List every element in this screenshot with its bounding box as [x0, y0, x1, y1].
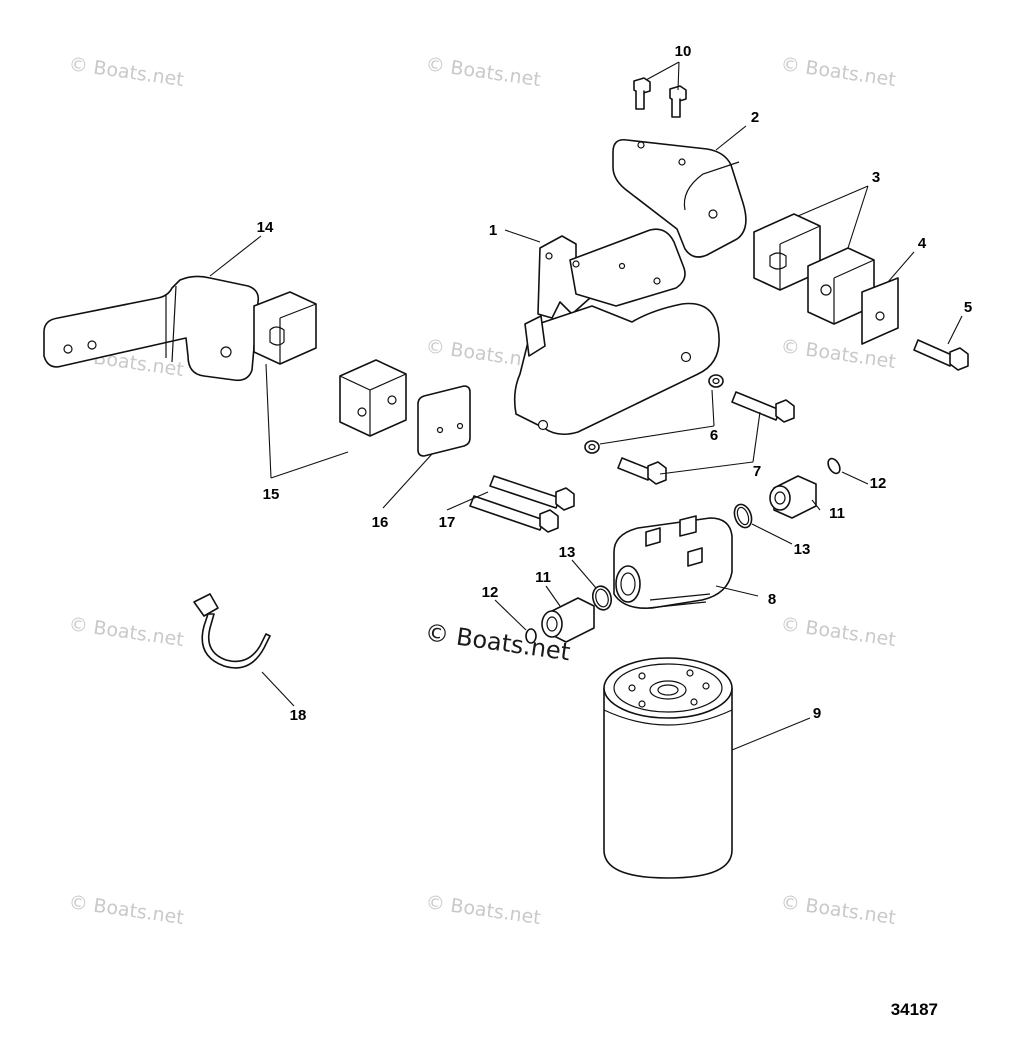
part-7-bolts [617, 391, 795, 485]
watermark: © Boats.net [424, 891, 542, 929]
callout-12-left: 12 [482, 584, 499, 601]
part-16-plate [417, 385, 471, 457]
callout-17: 17 [439, 514, 456, 531]
callout-9: 9 [813, 705, 821, 722]
part-12-oring-right [827, 457, 841, 475]
figure-number: 34187 [891, 1000, 938, 1019]
leader-lines [209, 61, 963, 751]
part-13-oring-left [591, 585, 613, 611]
watermark: © Boats.net [67, 891, 185, 929]
part-17-long-bolts [469, 475, 575, 533]
callout-4: 4 [918, 235, 927, 252]
part-2-upper-bracket [612, 138, 747, 258]
part-11-fitting-right [769, 475, 817, 519]
callout-16: 16 [372, 514, 389, 531]
callout-13-right: 13 [794, 541, 811, 558]
part-1-main-bracket [513, 228, 720, 436]
callout-1: 1 [489, 222, 497, 239]
part-12-oring-left [525, 628, 537, 644]
part-15-spacer-blocks [253, 291, 407, 437]
part-13-oring-right [733, 503, 753, 529]
part-5-bolt [913, 339, 969, 371]
callout-14: 14 [257, 219, 274, 236]
part-4-plate [861, 277, 899, 345]
watermark: © Boats.net [779, 613, 897, 651]
callout-13-left: 13 [559, 544, 576, 561]
part-10-bolts [633, 77, 687, 118]
part-6-washers [584, 374, 724, 454]
callout-12-right: 12 [870, 475, 887, 492]
callout-2: 2 [751, 109, 759, 126]
watermark: © Boats.net [779, 891, 897, 929]
callout-11-left: 11 [535, 569, 551, 586]
callout-5: 5 [964, 299, 972, 316]
callout-10: 10 [675, 43, 692, 60]
part-8-filter-head [613, 515, 733, 610]
part-11-fitting-left [541, 597, 595, 643]
part-3-spacer-blocks [753, 213, 875, 325]
callout-labels: 10 2 3 4 5 1 14 15 16 17 6 7 12 11 13 8 … [257, 43, 973, 724]
watermark: © Boats.net [424, 53, 542, 91]
part-9-filter-canister [603, 657, 733, 879]
callout-11-right: 11 [829, 505, 845, 522]
watermark: © Boats.net [67, 613, 185, 651]
part-18-clamp [193, 593, 271, 669]
callout-7: 7 [753, 463, 761, 480]
watermark: © Boats.net [67, 53, 185, 91]
callout-3: 3 [872, 169, 880, 186]
callout-8: 8 [768, 591, 776, 608]
watermark: © Boats.net [779, 335, 897, 373]
callout-6: 6 [710, 427, 718, 444]
callout-15: 15 [263, 486, 280, 503]
callout-18: 18 [290, 707, 307, 724]
part-14-left-bracket [43, 275, 260, 382]
watermark: © Boats.net [779, 53, 897, 91]
